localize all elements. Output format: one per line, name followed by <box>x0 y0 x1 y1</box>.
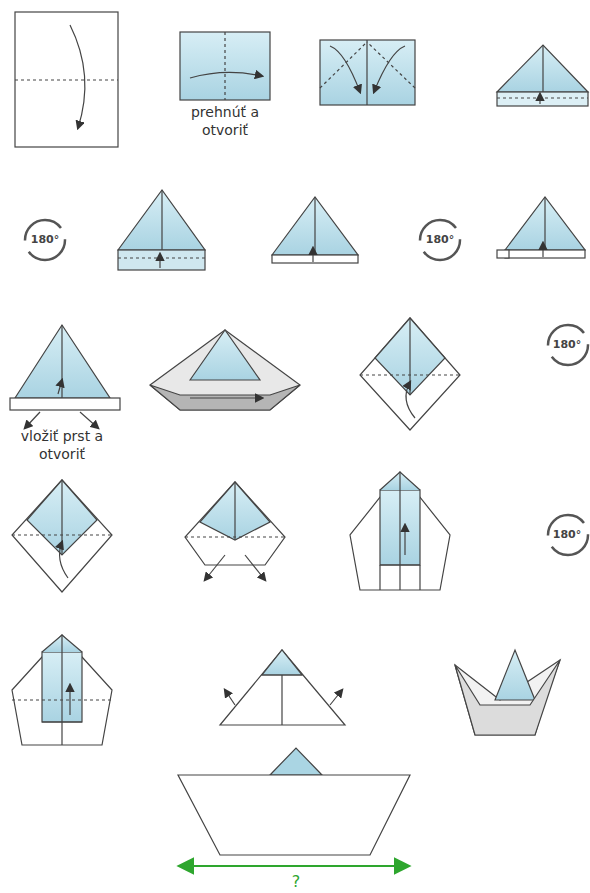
rotation-label: 180° <box>420 233 460 247</box>
unknown-dimension: ? <box>281 872 311 892</box>
instruction-note: prehnúť a otvoriť <box>180 104 270 139</box>
rotation-label: 180° <box>547 528 587 542</box>
instruction-note: vložiť prst a otvoriť <box>17 428 107 463</box>
rotation-label: 180° <box>25 233 65 247</box>
rotation-label: 180° <box>547 338 587 352</box>
